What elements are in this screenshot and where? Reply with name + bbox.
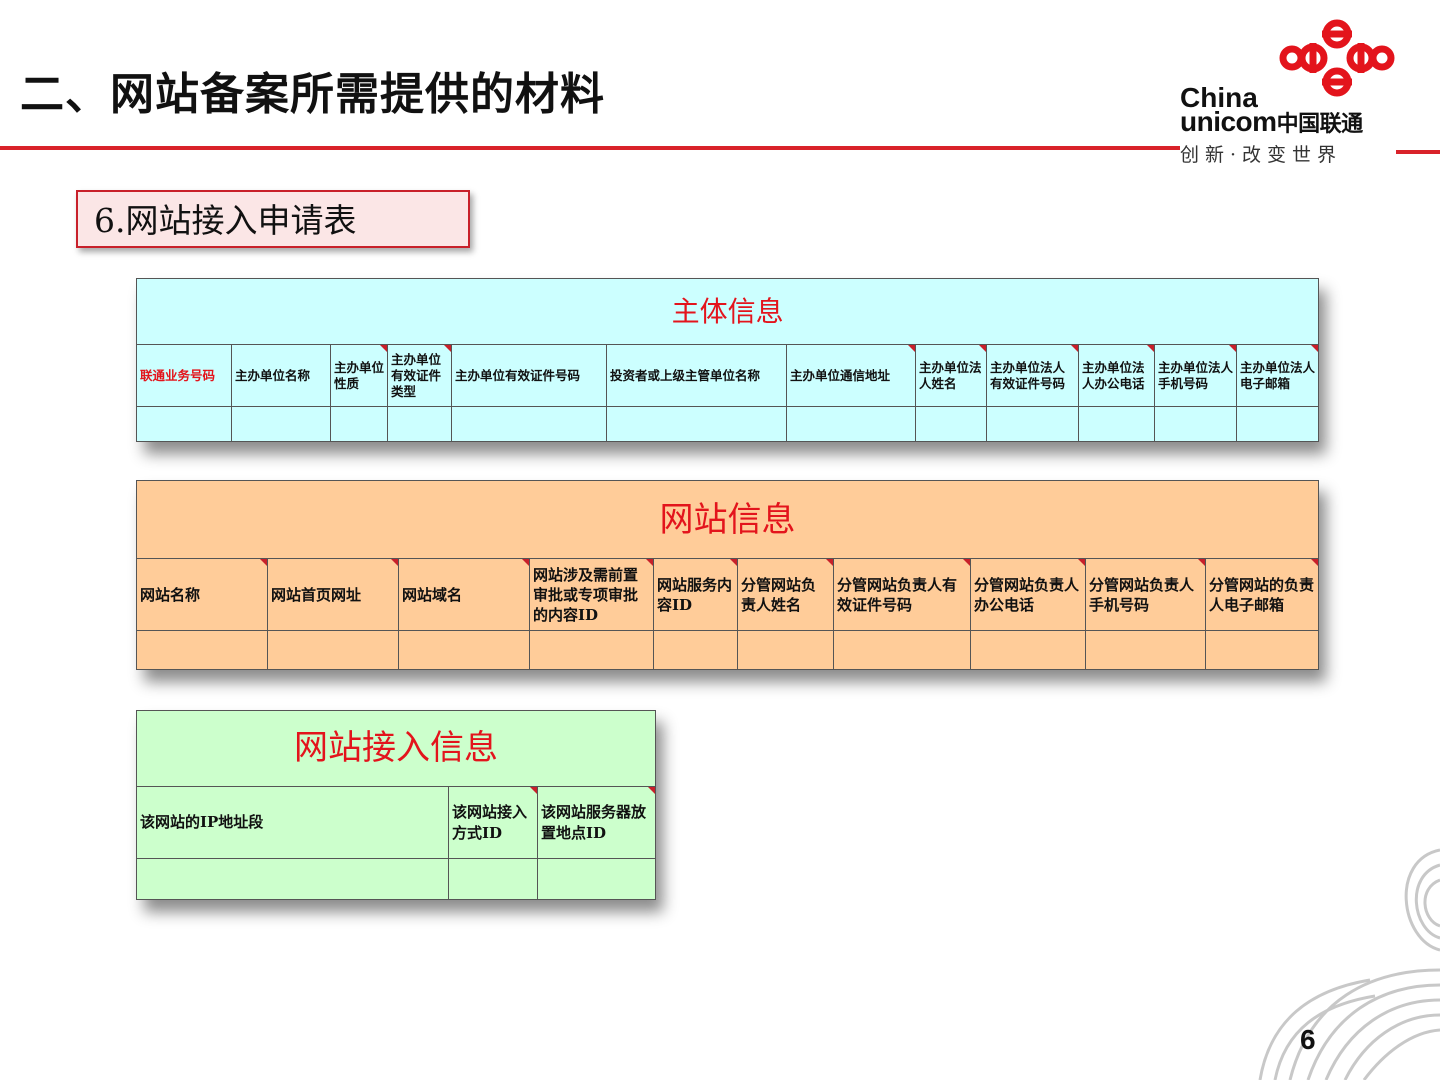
table-cell[interactable] — [833, 630, 971, 670]
table-cell[interactable] — [786, 406, 916, 442]
logo-unicom-text: unicom中国联通 — [1180, 106, 1363, 138]
column-header: 主办单位法人电子邮箱 — [1235, 344, 1320, 407]
table-cell[interactable] — [737, 630, 834, 670]
header-divider — [0, 146, 1180, 150]
table-cell[interactable] — [1078, 406, 1155, 442]
table-cell[interactable] — [448, 858, 538, 900]
table-cell[interactable] — [606, 406, 787, 442]
empty-row — [136, 630, 1320, 670]
logo-unicom-en: unicom — [1180, 106, 1277, 137]
column-header: 分管网站负责人姓名 — [737, 558, 834, 631]
logo-unicom-cn: 中国联通 — [1276, 111, 1364, 136]
website-info-title: 网站信息 — [135, 480, 1320, 559]
subject-info-table: 主体信息 联通业务号码 主办单位名称 主办单位性质 主办单位有效证件类型 主办单… — [135, 278, 1320, 442]
column-header: 主办单位名称 — [231, 344, 331, 407]
empty-row — [136, 858, 657, 900]
table-cell[interactable] — [915, 406, 987, 442]
column-header: 主办单位法人手机号码 — [1154, 344, 1237, 407]
unicom-knot-icon — [1279, 19, 1395, 97]
column-header: 主办单位有效证件号码 — [451, 344, 607, 407]
table-cell[interactable] — [653, 630, 738, 670]
website-info-table: 网站信息 网站名称 网站首页网址 网站域名 网站涉及需前置审批或专项审批的内容I… — [135, 480, 1320, 670]
access-info-table: 网站接入信息 该网站的IP地址段 该网站接入方式ID 该网站服务器放置地点ID — [135, 710, 657, 900]
empty-row — [136, 406, 1320, 442]
column-header: 主办单位性质 — [330, 344, 388, 407]
logo-china-text: China — [1180, 82, 1258, 113]
logo-slogan: 创新·改变世界 — [1180, 144, 1343, 166]
column-header: 主办单位法人办公电话 — [1078, 344, 1155, 407]
column-header: 主办单位法人姓名 — [915, 344, 987, 407]
column-header: 网站服务内容ID — [653, 558, 738, 631]
table-cell[interactable] — [231, 406, 331, 442]
table-cell[interactable] — [1235, 406, 1320, 442]
column-header: 分管网站的负责人电子邮箱 — [1204, 558, 1320, 631]
table-cell[interactable] — [267, 630, 399, 670]
column-header: 该网站接入方式ID — [448, 786, 538, 859]
table-cell[interactable] — [1204, 630, 1320, 670]
column-header: 该网站的IP地址段 — [136, 786, 449, 859]
column-header: 分管网站负责人手机号码 — [1085, 558, 1206, 631]
column-header: 主办单位有效证件类型 — [387, 344, 452, 407]
china-unicom-logo: China unicom中国联通 创新·改变世界 — [1180, 14, 1395, 169]
column-header: 分管网站负责人办公电话 — [970, 558, 1086, 631]
table-cell[interactable] — [330, 406, 388, 442]
subject-info-title: 主体信息 — [135, 278, 1320, 345]
column-header: 主办单位通信地址 — [786, 344, 916, 407]
column-header: 分管网站负责人有效证件号码 — [833, 558, 971, 631]
header-divider-right — [1396, 150, 1440, 154]
column-header: 主办单位法人有效证件号码 — [986, 344, 1079, 407]
table-cell[interactable] — [387, 406, 452, 442]
table-cell[interactable] — [986, 406, 1079, 442]
table-cell[interactable] — [398, 630, 530, 670]
page-number: 6 — [1300, 1024, 1316, 1055]
column-header: 联通业务号码 — [136, 344, 232, 407]
table-cell[interactable] — [451, 406, 607, 442]
table-cell[interactable] — [1085, 630, 1206, 670]
table-cell[interactable] — [136, 858, 449, 900]
table-cell[interactable] — [970, 630, 1086, 670]
slide-title: 二、网站备案所需提供的材料 — [20, 69, 605, 120]
table-cell[interactable] — [529, 630, 654, 670]
column-header: 网站域名 — [398, 558, 530, 631]
section-subtitle: 6.网站接入申请表 — [76, 190, 470, 248]
column-header: 投资者或上级主管单位名称 — [606, 344, 787, 407]
table-cell[interactable] — [1154, 406, 1237, 442]
table-cell[interactable] — [136, 406, 232, 442]
column-header: 网站涉及需前置审批或专项审批的内容ID — [529, 558, 654, 631]
decorative-knot-pattern — [1258, 848, 1440, 1080]
column-header: 网站首页网址 — [267, 558, 399, 631]
access-info-title: 网站接入信息 — [135, 710, 657, 787]
column-header: 网站名称 — [136, 558, 268, 631]
table-cell[interactable] — [136, 630, 268, 670]
column-header: 该网站服务器放置地点ID — [536, 786, 657, 859]
table-cell[interactable] — [536, 858, 657, 900]
